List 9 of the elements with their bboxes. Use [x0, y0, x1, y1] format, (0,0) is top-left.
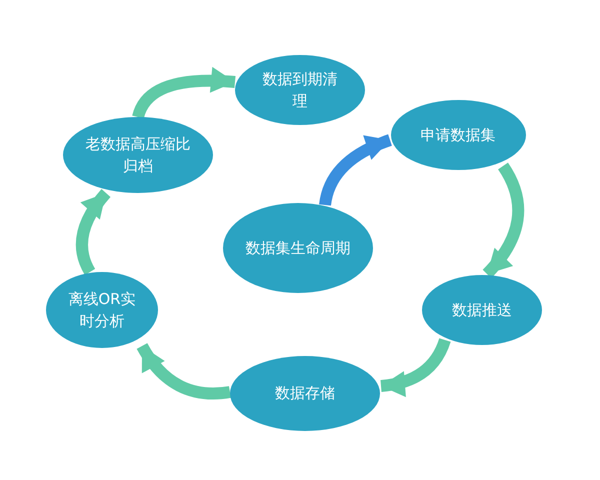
process-ellipse: 数据集生命周期 [223, 203, 373, 293]
process-ellipse: 数据存储 [230, 356, 380, 430]
process-ellipse: 数据到期清理 [235, 55, 365, 125]
process-ellipse: 老数据高压缩比归档 [63, 117, 213, 193]
process-ellipse: 申请数据集 [390, 100, 526, 170]
process-ellipse: 离线OR实时分析 [46, 272, 158, 348]
curved-arrow [136, 342, 231, 400]
process-ellipse: 数据推送 [422, 275, 542, 345]
curved-arrow [132, 67, 236, 119]
